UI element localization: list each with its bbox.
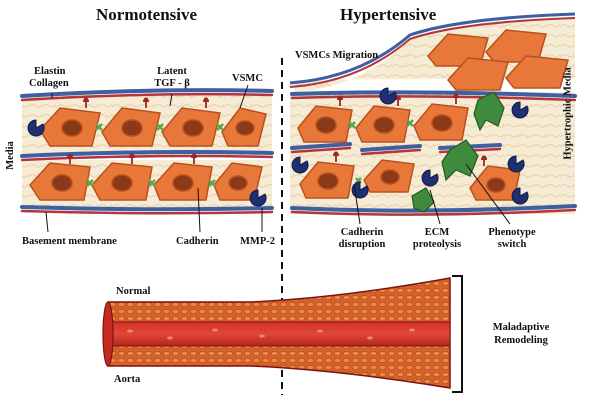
left-membranes — [20, 88, 274, 215]
migrated-vsmc-cells — [427, 29, 569, 91]
aorta-illustration — [102, 275, 463, 393]
right-mmp2-enzymes — [291, 87, 529, 205]
vsmc-migration-label: VSMCs Migration — [295, 50, 379, 61]
cadherin-label: Cadherin — [176, 236, 219, 247]
normal-label: Normal — [116, 286, 151, 297]
media-label: Media — [4, 141, 16, 170]
hypertensive-title: Hypertensive — [340, 5, 437, 24]
basement-membrane-label: Basement membrane — [22, 236, 117, 247]
remodeling-bracket — [452, 275, 463, 393]
hypertensive-panel — [289, 12, 577, 225]
ecm-proteolysis-label-line1: ECM — [424, 227, 450, 238]
normotensive-title: Normotensive — [96, 5, 198, 24]
left-tgf-markers — [67, 97, 209, 164]
right-vsmc-cells — [297, 103, 521, 201]
hypertrophic-media-label: Hypertrophic Media — [562, 67, 574, 160]
cadherin-disruption-label-line1: Cadherin — [340, 227, 384, 238]
cadherin-disruption-label-line2: disruption — [338, 239, 386, 250]
latent-label: Latent — [157, 66, 187, 77]
left-mmp2-enzymes — [27, 119, 267, 207]
ecm-proteolysis-label-line2: proteolysis — [412, 239, 462, 250]
left-cadherin-junctions — [86, 123, 224, 187]
phenotype-switch-label-line1: Phenotype — [488, 227, 536, 238]
maladaptive-label-line2: Remodeling — [494, 335, 548, 346]
collagen-label: Collagen — [29, 78, 69, 89]
right-tgf-markers — [333, 93, 487, 166]
tgf-beta-label: TGF - β — [154, 78, 190, 89]
maladaptive-label-line1: Maladaptive — [492, 322, 550, 333]
left-vsmc-row-lower — [29, 162, 263, 201]
migration-membrane — [289, 12, 576, 85]
left-leader-lines — [45, 84, 263, 233]
normotensive-panel — [20, 84, 274, 233]
phenotype-switch-label-line2: switch — [497, 239, 527, 250]
left-vsmc-row-upper — [39, 107, 267, 147]
green-phenotype-cells — [411, 91, 505, 213]
vsmc-label: VSMC — [232, 73, 263, 84]
elastin-label: Elastin — [34, 66, 66, 77]
aorta-lumen — [107, 321, 451, 347]
lumen-particles — [127, 328, 415, 340]
mmp2-label: MMP-2 — [240, 236, 275, 247]
aorta-label: Aorta — [114, 374, 141, 385]
right-leader-lines — [353, 163, 511, 225]
aorta-end-cap — [102, 301, 114, 367]
